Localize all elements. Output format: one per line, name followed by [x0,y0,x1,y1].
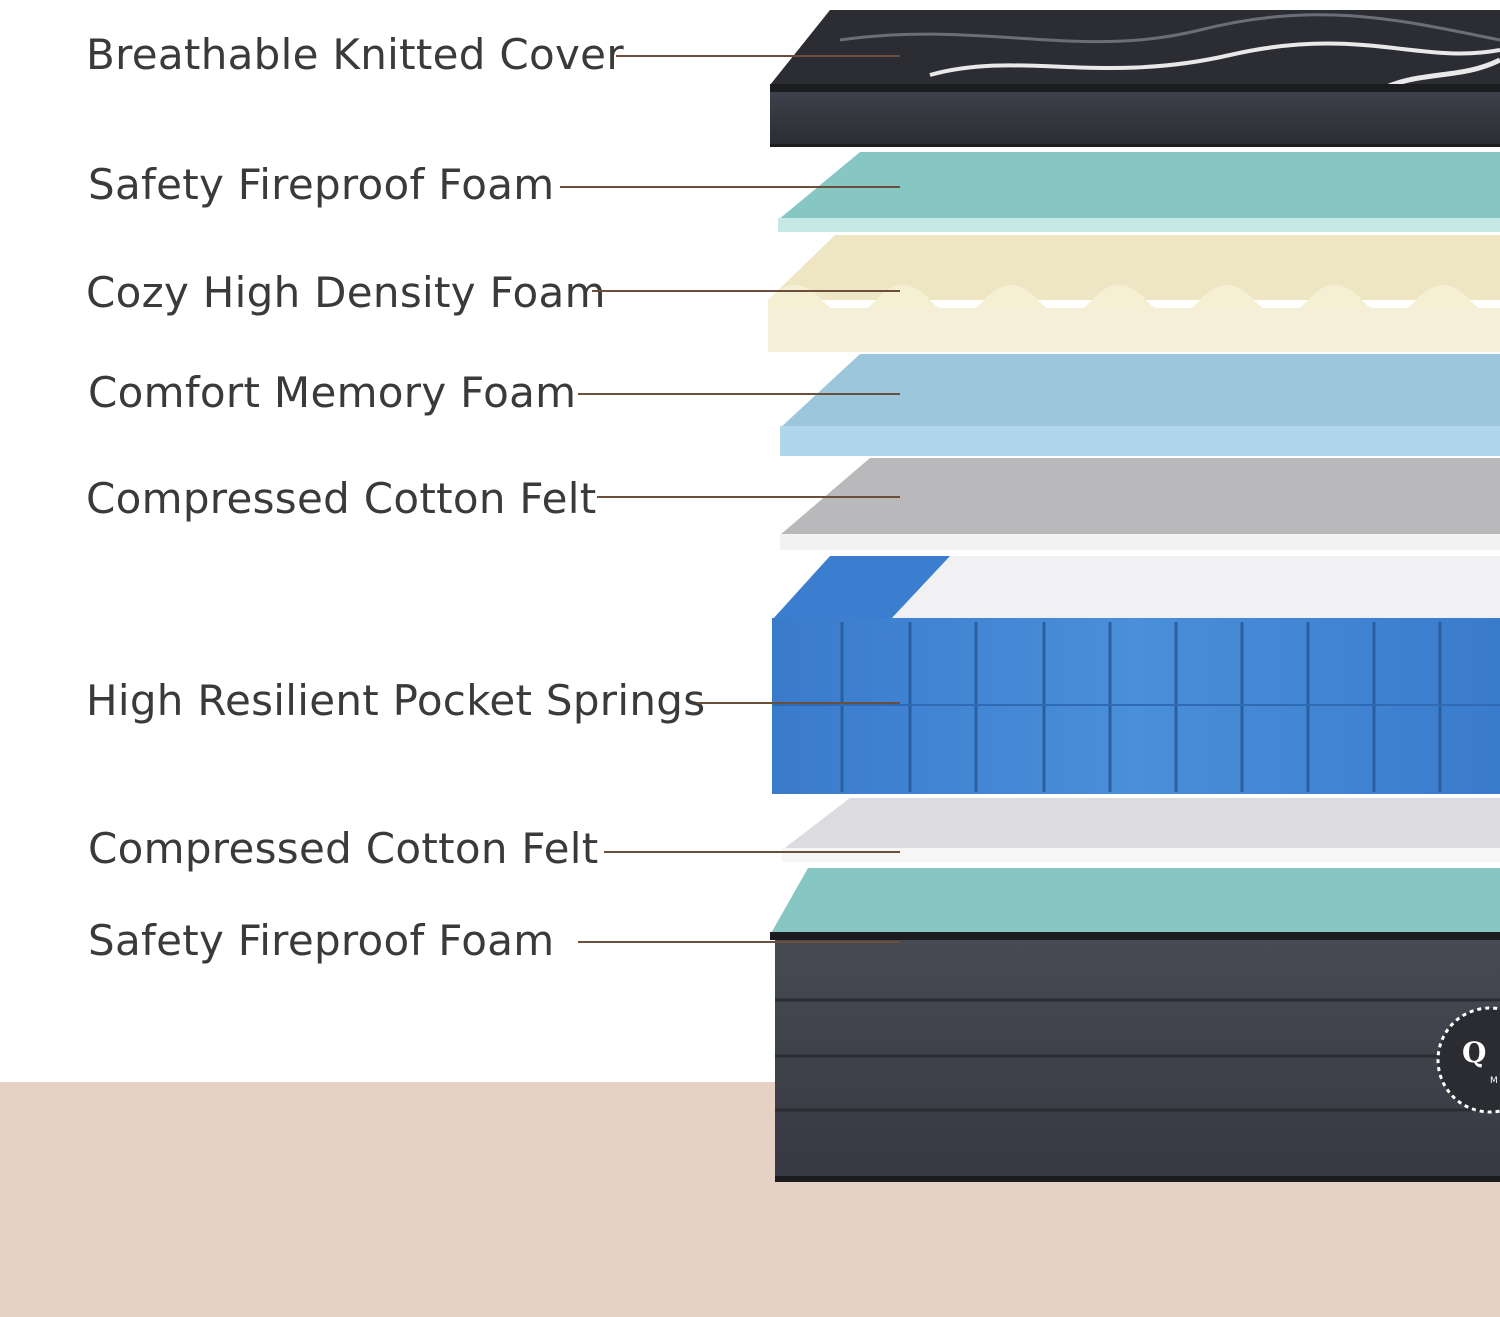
label-fireproof-bottom: Safety Fireproof Foam [88,916,555,965]
brand-logo-letter: Q [1462,1036,1487,1069]
leader-line-springs [697,702,900,704]
high-density-foam-layer [768,235,1500,352]
memory-foam-layer [780,354,1500,456]
cover-layer [770,10,1500,147]
cotton-felt-top-layer [780,458,1500,550]
label-high-density: Cozy High Density Foam [86,268,606,317]
leader-line-cover [616,55,900,57]
pocket-springs-layer [772,556,1500,794]
label-springs: High Resilient Pocket Springs [86,676,706,725]
mattress-base [770,868,1500,1182]
label-felt-bottom: Compressed Cotton Felt [88,824,599,873]
label-fireproof-top: Safety Fireproof Foam [88,160,555,209]
leader-line-felt-top [597,496,900,498]
brand-logo-sub: M [1490,1076,1498,1086]
label-felt-top: Compressed Cotton Felt [86,474,597,523]
label-cover: Breathable Knitted Cover [86,30,624,79]
leader-line-high-density [592,290,900,292]
leader-line-fireproof-bottom [578,941,900,943]
leader-line-felt-bottom [604,851,900,853]
leader-line-memory [578,393,900,395]
leader-line-fireproof-top [560,186,900,188]
cotton-felt-bottom-layer [782,798,1500,862]
fireproof-foam-top-layer [778,152,1500,232]
label-memory: Comfort Memory Foam [88,368,577,417]
